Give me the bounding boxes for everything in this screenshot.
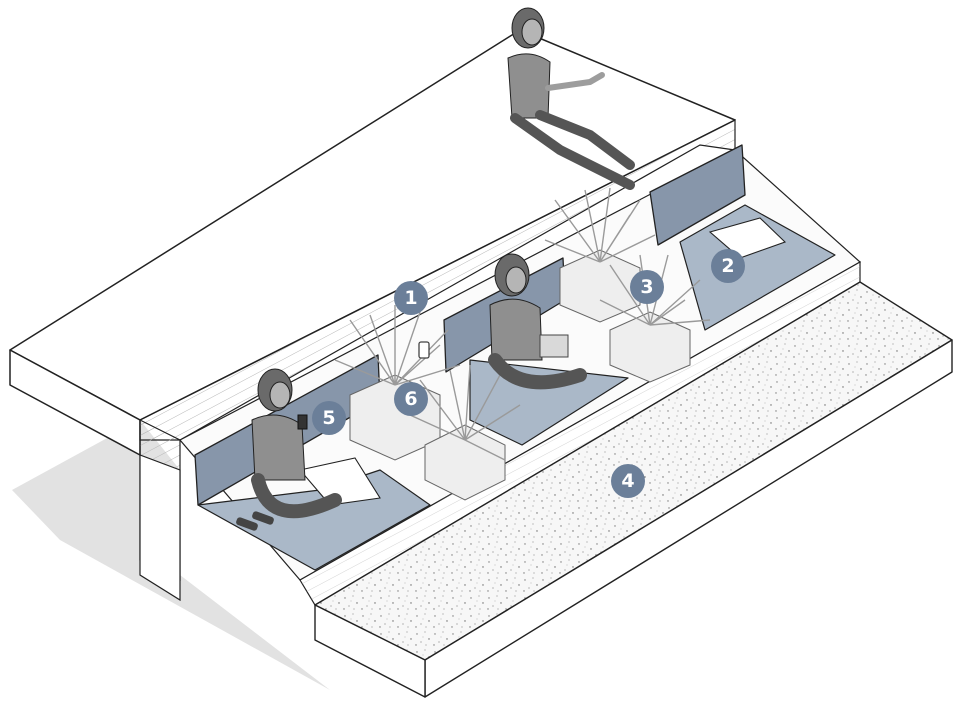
svg-text:4: 4 (621, 470, 634, 492)
svg-text:5: 5 (322, 407, 335, 429)
marker-6: 6 (394, 382, 428, 416)
charging-port-icon (419, 342, 429, 358)
marker-1: 1 (394, 281, 428, 315)
marker-5: 5 (312, 401, 346, 435)
bench-base-left (140, 455, 180, 600)
marker-4: 4 (611, 464, 645, 498)
marker-2: 2 (711, 249, 745, 283)
marker-3: 3 (630, 270, 664, 304)
svg-text:2: 2 (721, 255, 734, 277)
svg-text:1: 1 (404, 287, 417, 309)
svg-text:6: 6 (404, 388, 417, 410)
svg-text:3: 3 (640, 276, 653, 298)
